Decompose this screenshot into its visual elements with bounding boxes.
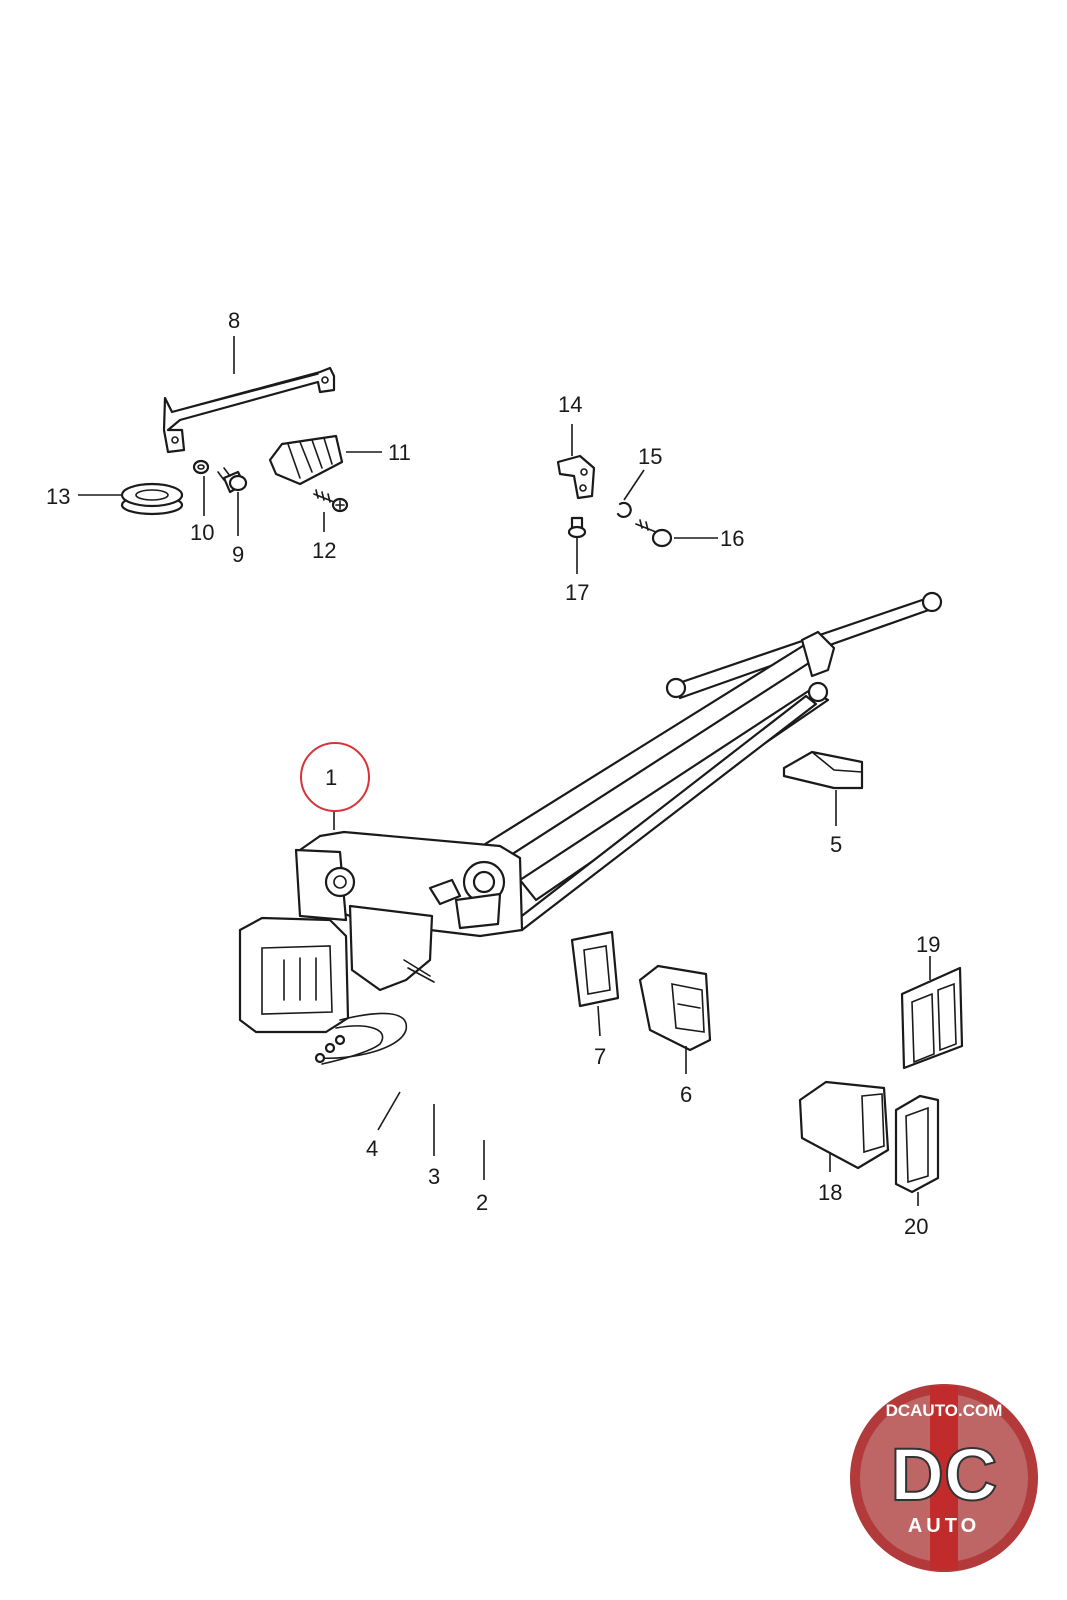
callout-9: 9: [232, 542, 244, 567]
logo-brand-text: DC: [891, 1433, 998, 1516]
callout-6: 6: [680, 1082, 692, 1107]
callout-18: 18: [818, 1180, 842, 1205]
part-8-bracket: [162, 366, 336, 454]
callout-10: 10: [190, 520, 214, 545]
callout-12: 12: [312, 538, 336, 563]
part-10-washer: [192, 459, 210, 475]
callout-4: 4: [366, 1136, 378, 1161]
part-6-switch: [638, 964, 712, 1052]
part-14-small-bracket: [556, 454, 596, 500]
part-18-switch: [798, 1080, 890, 1170]
callout-7: 7: [594, 1044, 606, 1069]
part-1-motor-assembly: [238, 830, 524, 1065]
part-5-pad: [782, 750, 864, 790]
leader-lines: [78, 336, 931, 1206]
callout-19: 19: [916, 932, 940, 957]
callout-3: 3: [428, 1164, 440, 1189]
part-15-clip: [616, 501, 632, 519]
part-7-switch-frame: [570, 930, 620, 1008]
callout-labels: 1 2 3 4 5 6 7 8 9 10 11 12 13 14 15 16 1…: [46, 308, 940, 1239]
part-19-frame: [900, 966, 964, 1070]
logo-url-text: DCAUTO.COM: [886, 1401, 1003, 1420]
part-9-bolt: [217, 467, 248, 494]
part-16-bolt: [635, 519, 673, 548]
wiper-linkage-arms: [480, 591, 943, 932]
callout-16: 16: [720, 526, 744, 551]
part-11-heatsink: [268, 434, 344, 486]
part-12-screw: [313, 489, 349, 513]
part-13-grommet: [120, 482, 184, 516]
callout-1: 1: [325, 765, 337, 790]
part-20-frame: [894, 1094, 940, 1194]
callout-20: 20: [904, 1214, 928, 1239]
callout-2: 2: [476, 1190, 488, 1215]
callout-14: 14: [558, 392, 582, 417]
logo-sub-text: AUTO: [908, 1515, 980, 1537]
callout-15: 15: [638, 444, 662, 469]
callout-13: 13: [46, 484, 70, 509]
dcauto-logo[interactable]: DCAUTO.COM DC AUTO: [850, 1384, 1038, 1572]
callout-17: 17: [565, 580, 589, 605]
part-17-pin: [567, 516, 587, 539]
callout-11: 11: [388, 440, 411, 465]
highlight-circle: [300, 742, 370, 812]
callout-5: 5: [830, 832, 842, 857]
callout-8: 8: [228, 308, 240, 333]
